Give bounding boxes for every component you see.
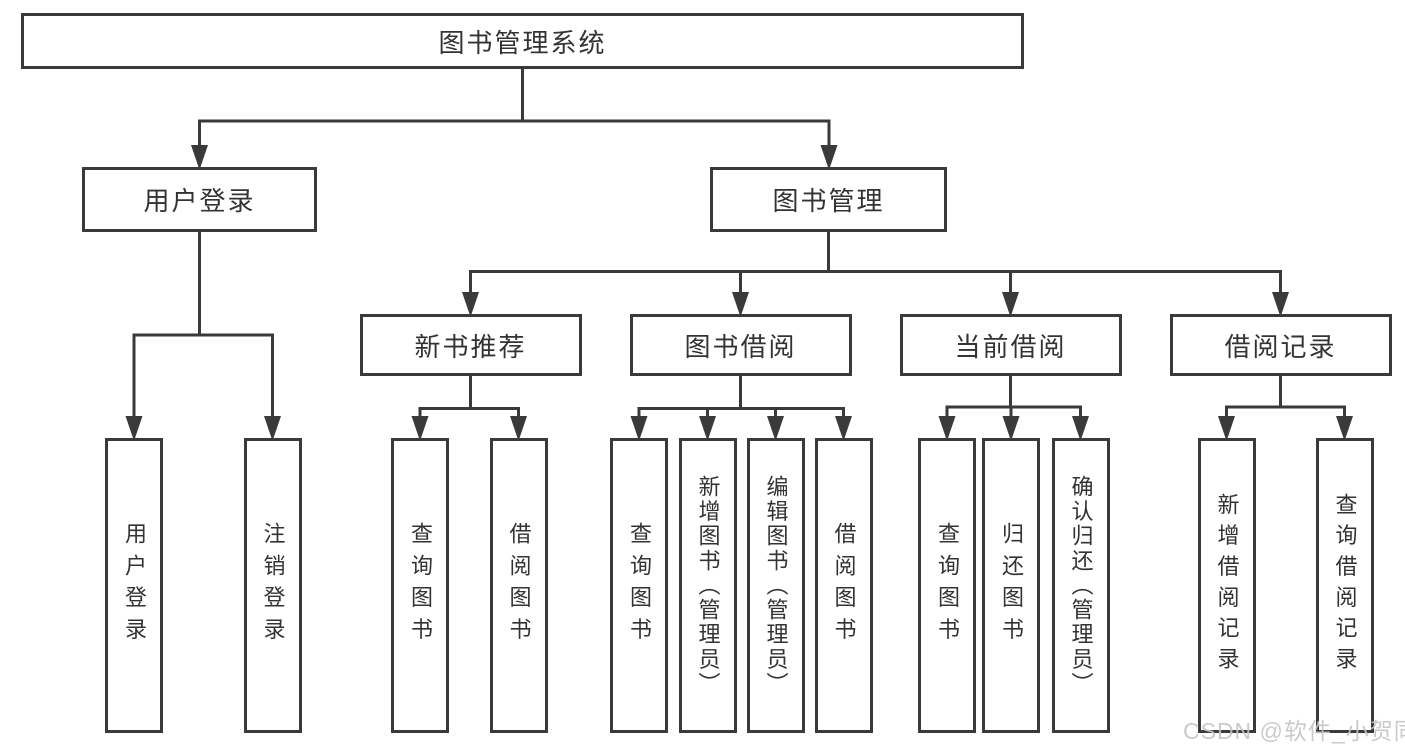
leaf-borrow-edit-book: 编辑图书（管理员） <box>746 438 805 733</box>
leaf-current-query-book-label: 查询图书 <box>935 521 960 650</box>
node-root-label: 图书管理系统 <box>438 27 607 58</box>
leaf-current-query-book: 查询图书 <box>918 438 976 733</box>
leaf-logout: 注销登录 <box>243 438 302 733</box>
node-current-borrow-label: 当前借阅 <box>954 331 1067 362</box>
node-user-login: 用户登录 <box>82 167 317 232</box>
leaf-records-add-record-label: 新增借阅记录 <box>1214 493 1240 678</box>
leaf-borrow-borrow-book: 借阅图书 <box>814 438 873 733</box>
node-new-book-recommend: 新书推荐 <box>359 314 582 376</box>
leaf-recommend-query-book: 查询图书 <box>391 438 449 733</box>
node-book-management: 图书管理 <box>710 167 947 232</box>
node-root-system: 图书管理系统 <box>21 13 1024 69</box>
arrowheads <box>125 145 1353 441</box>
leaf-records-query-record: 查询借阅记录 <box>1315 438 1374 733</box>
node-borrow-records-label: 借阅记录 <box>1224 331 1337 362</box>
leaf-recommend-query-book-label: 查询图书 <box>408 521 433 650</box>
leaf-user-login-label: 用户登录 <box>122 521 147 650</box>
leaf-recommend-borrow-book: 借阅图书 <box>489 438 548 733</box>
leaf-records-query-record-label: 查询借阅记录 <box>1332 493 1358 678</box>
leaf-borrow-query-book-label: 查询图书 <box>627 521 652 650</box>
leaf-current-return-book-label: 归还图书 <box>999 521 1024 650</box>
leaf-borrow-add-book-label: 新增图书（管理员） <box>695 474 721 697</box>
leaf-current-return-book: 归还图书 <box>982 438 1040 733</box>
csdn-watermark: CSDN @软件_小贺同学 <box>1183 718 1405 744</box>
node-book-borrow-label: 图书借阅 <box>684 331 797 362</box>
leaf-borrow-edit-book-label: 编辑图书（管理员） <box>763 474 789 697</box>
leaf-borrow-query-book: 查询图书 <box>610 438 668 733</box>
node-user-login-label: 用户登录 <box>143 186 256 216</box>
node-current-borrow: 当前借阅 <box>899 314 1122 376</box>
leaf-recommend-borrow-book-label: 借阅图书 <box>506 521 532 650</box>
leaf-current-confirm-return-label: 确认归还（管理员） <box>1068 474 1094 697</box>
leaf-records-add-record: 新增借阅记录 <box>1197 438 1256 733</box>
leaf-user-login: 用户登录 <box>105 438 163 733</box>
leaf-current-confirm-return: 确认归还（管理员） <box>1051 438 1110 733</box>
leaf-borrow-borrow-book-label: 借阅图书 <box>831 521 857 650</box>
node-book-borrow: 图书借阅 <box>629 314 852 376</box>
leaf-borrow-add-book: 新增图书（管理员） <box>678 438 737 733</box>
leaf-logout-label: 注销登录 <box>260 521 286 650</box>
node-new-book-recommend-label: 新书推荐 <box>414 331 527 362</box>
node-book-management-label: 图书管理 <box>772 186 885 216</box>
node-borrow-records: 借阅记录 <box>1169 314 1392 376</box>
